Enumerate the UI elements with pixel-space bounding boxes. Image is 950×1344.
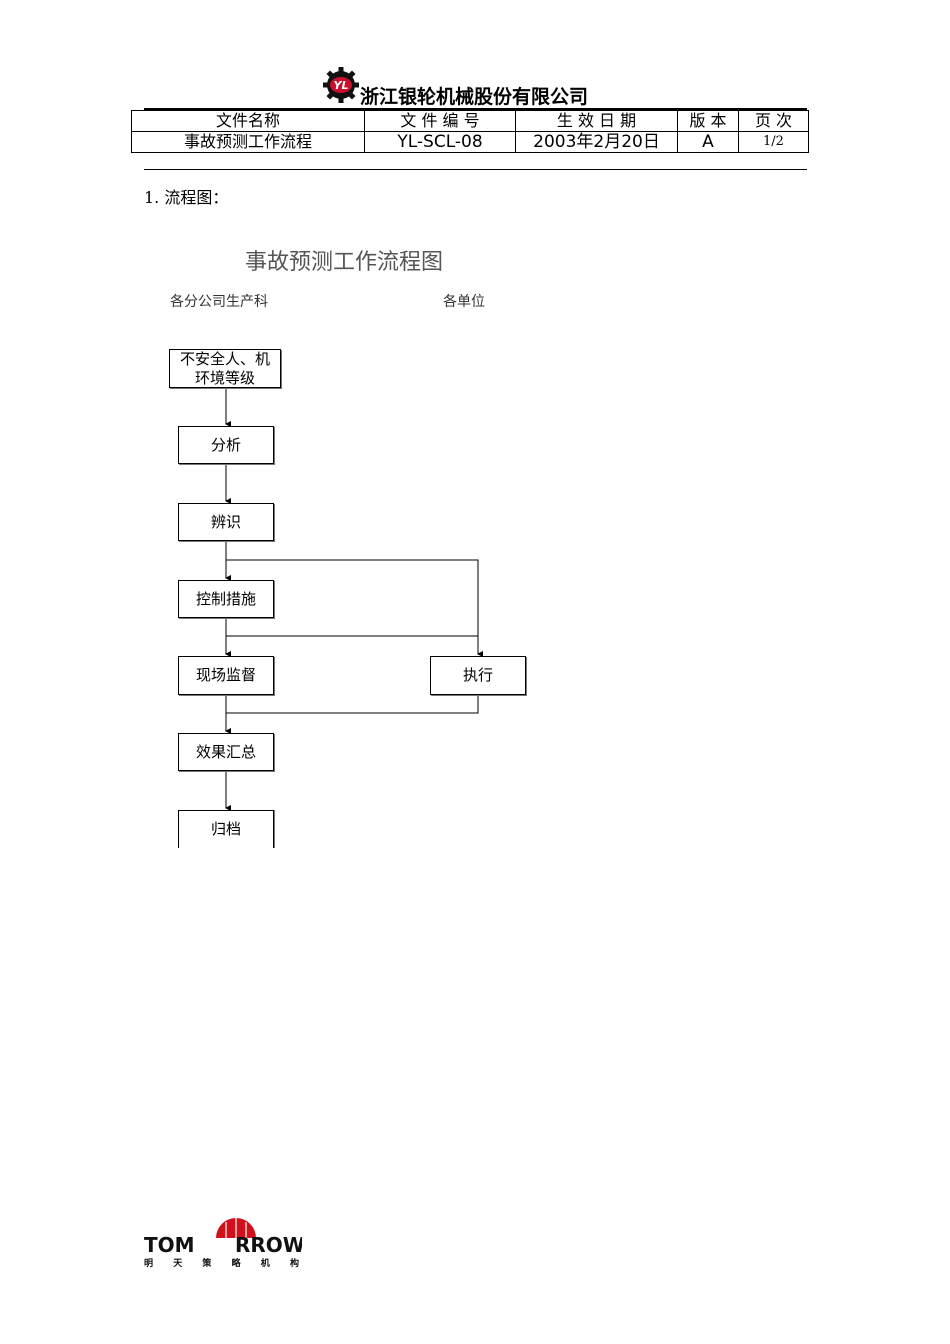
step-monitor-box: 现场监督 [178,656,274,695]
value-page: 1/2 [738,131,809,153]
flowchart-title: 事故预测工作流程图 [245,250,444,275]
company-name: 浙江银轮机械股份有限公司 [360,86,589,108]
step-analyze-box: 分析 [178,426,274,464]
step-grade-label: 不安全人、机环境等级 [179,349,270,387]
value-effective-date: 2003年2月20日 [515,131,678,153]
value-version: A [677,131,739,153]
step-identify-box: 辨识 [178,503,274,541]
footer-brand-right: RROW [235,1233,302,1257]
connector-execute-to-summary [226,695,479,714]
table-header-row: 文件名称 文 件 编 号 生 效 日 期 版 本 页 次 [131,110,809,132]
lane-label-production: 各分公司生产科 [170,294,268,310]
step-grade-box: 不安全人、机环境等级 [169,349,281,388]
step-control-label: 控制措施 [195,589,256,608]
header-effective-date: 生 效 日 期 [515,110,678,132]
value-doc-name: 事故预测工作流程 [131,131,365,153]
footer-brand-left: TOM [144,1233,195,1257]
document-info-table: 文件名称 文 件 编 号 生 效 日 期 版 本 页 次 事故预测工作流程 YL… [131,110,809,153]
header-page: 页 次 [738,110,809,132]
header-rule [144,108,807,110]
step-archive-box: 归档 [178,810,274,848]
step-identify-label: 辨识 [210,512,241,531]
connector-identify-to-execute [226,559,483,657]
flowchart-connectors [225,388,483,811]
step-execute-label: 执行 [462,666,493,684]
step-summary-label: 效果汇总 [195,742,256,761]
logo-text: YL [334,79,349,92]
table-value-row: 事故预测工作流程 YL-SCL-08 2003年2月20日 A 1/2 [131,131,809,153]
step-monitor-label: 现场监督 [195,666,256,684]
company-logo-icon: YL [323,67,359,103]
step-summary-box: 效果汇总 [178,733,274,771]
step-execute-box: 执行 [430,656,526,695]
footer-brand-sub: 明 天 策 略 机 构 [144,1257,299,1268]
step-archive-label: 归档 [210,820,241,838]
step-analyze-label: 分析 [210,435,241,454]
step-control-box: 控制措施 [178,580,274,618]
value-doc-number: YL-SCL-08 [364,131,516,153]
lane-label-units: 各单位 [443,294,485,310]
header-version: 版 本 [677,110,739,132]
section-heading: 1. 流程图： [144,188,229,207]
body-rule [144,169,807,170]
footer-brand-logo-icon: TOM RROW 明 天 策 略 机 构 [144,1218,302,1268]
